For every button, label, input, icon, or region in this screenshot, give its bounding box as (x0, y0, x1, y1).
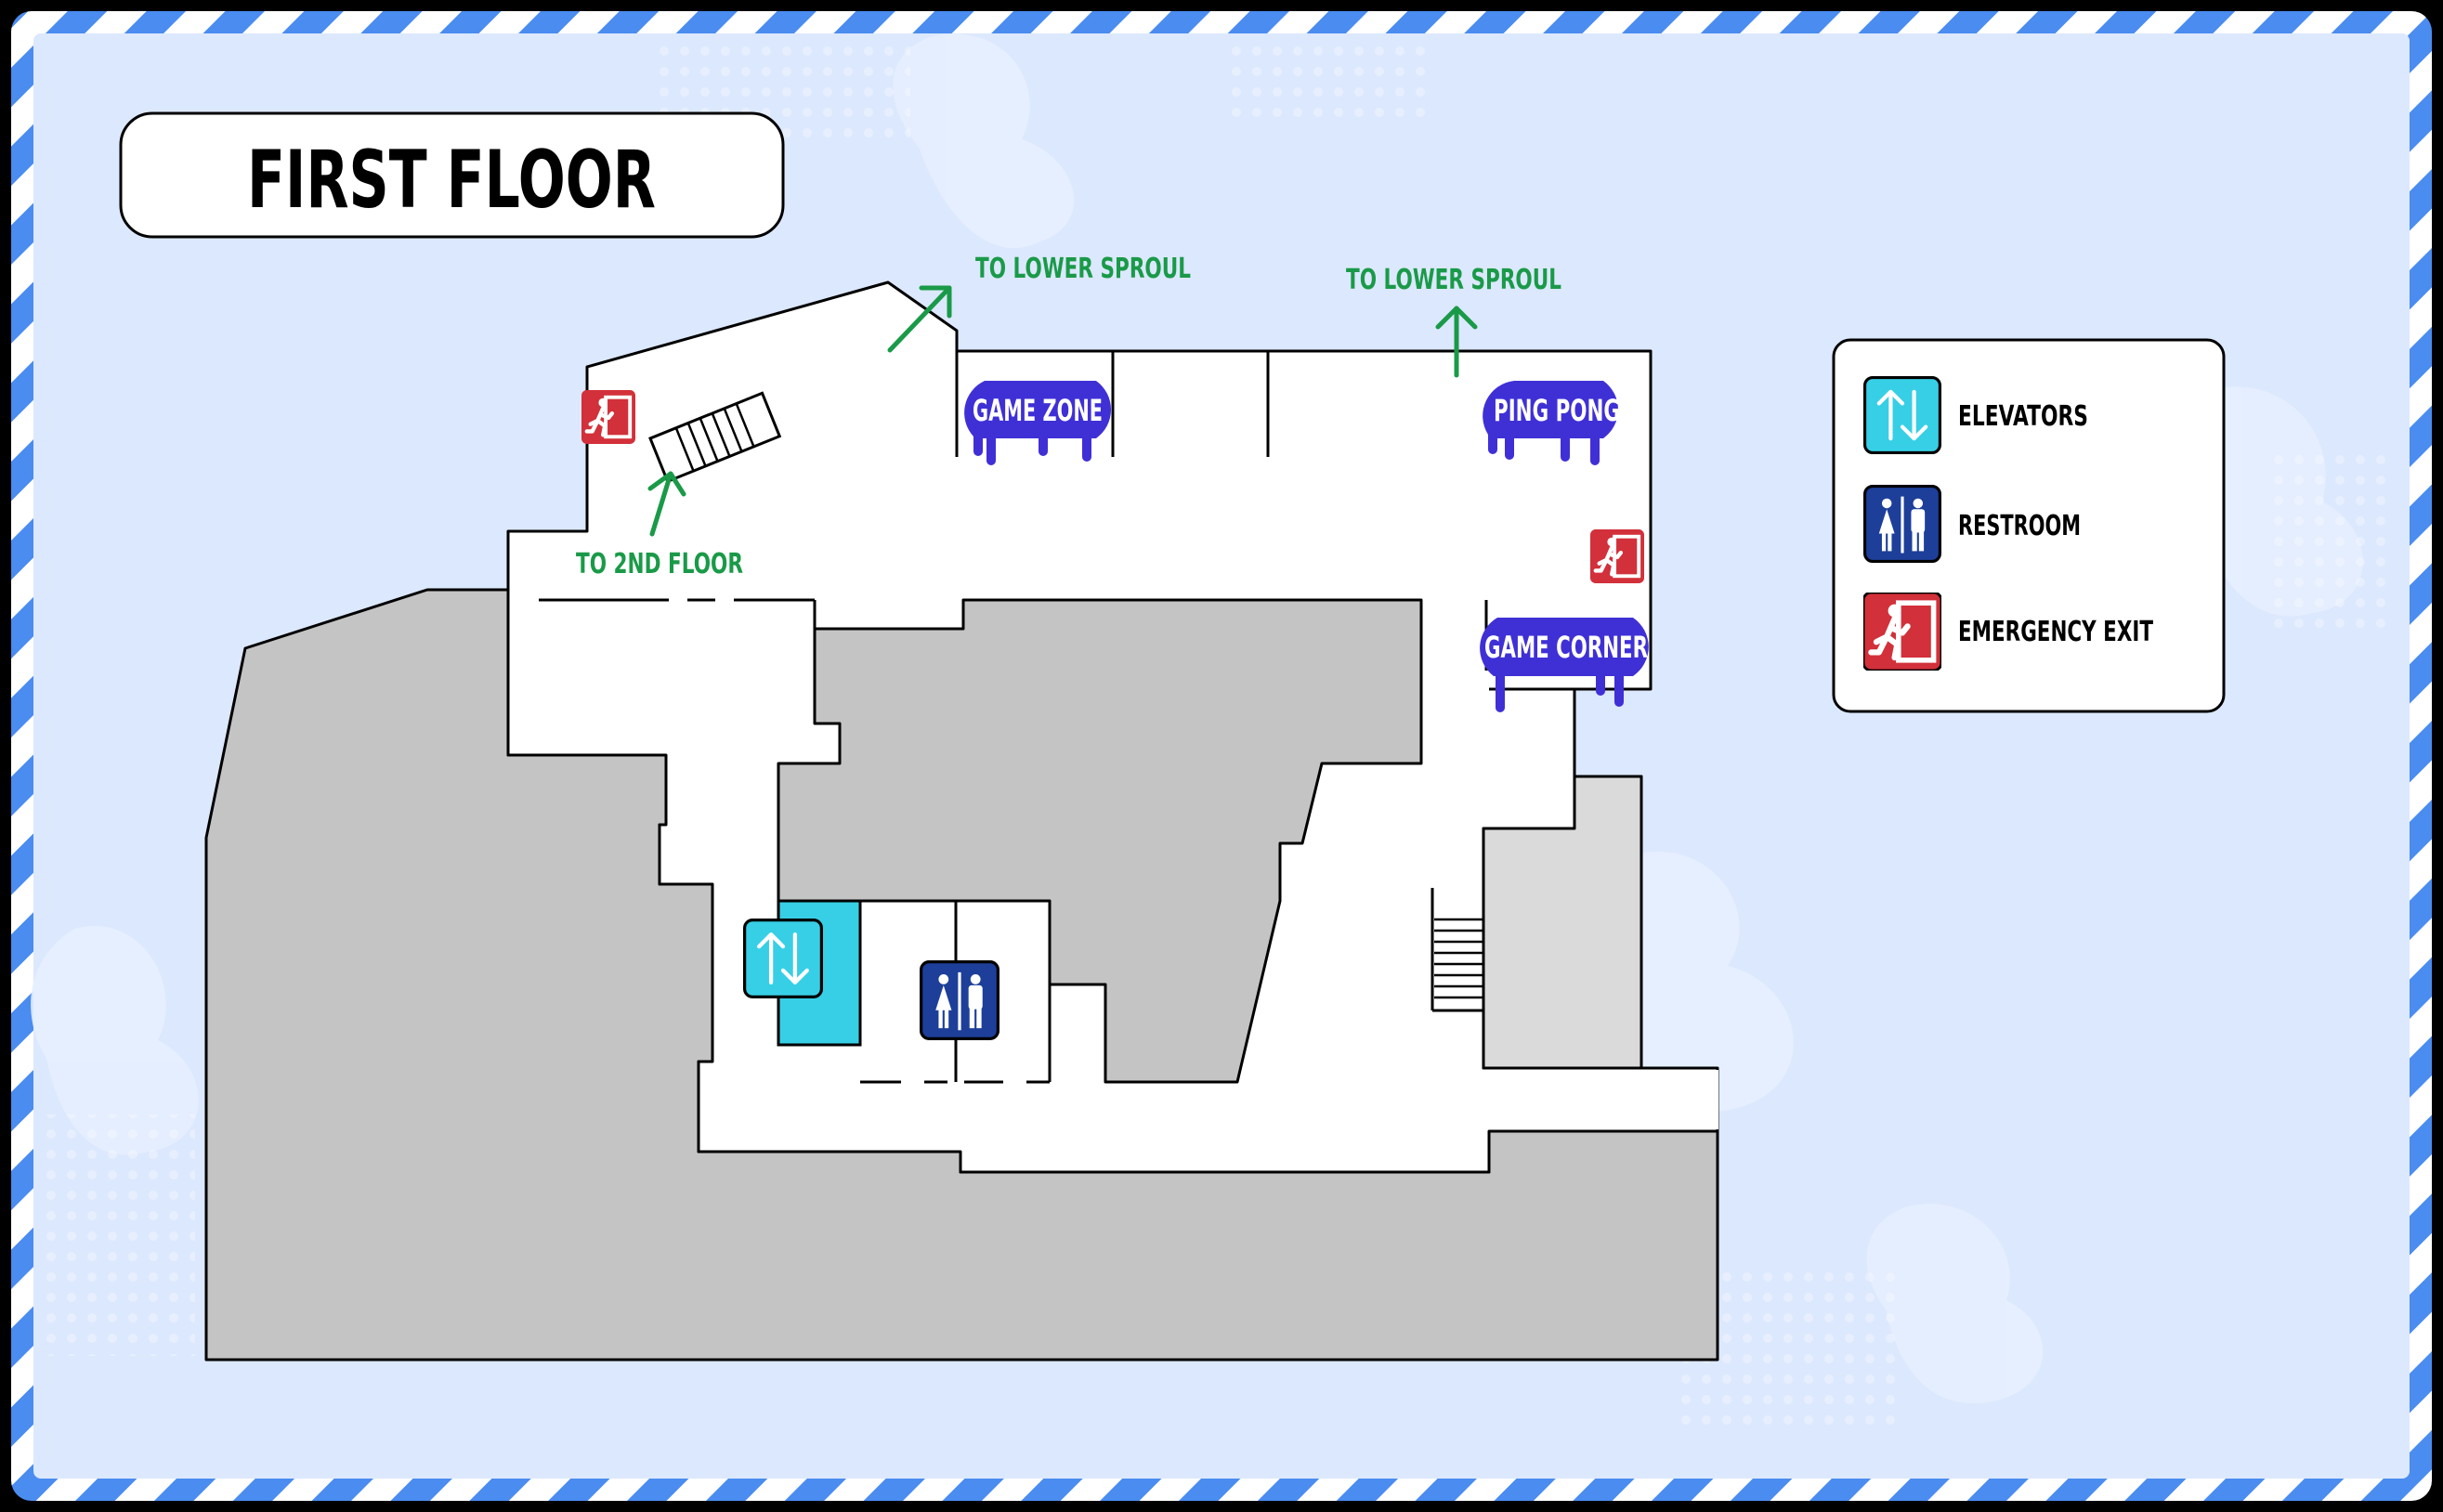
emergency-exit-icon (581, 390, 635, 444)
stairs-right (1431, 888, 1483, 1012)
elevator-icon (1865, 378, 1940, 453)
zone-label-game-zone: GAME ZONE (964, 381, 1112, 465)
zone-label: PING PONG (1494, 393, 1620, 428)
emergency-exit-icon (1590, 529, 1644, 583)
stairs-upper (648, 391, 782, 484)
zone-label: GAME CORNER (1484, 630, 1648, 665)
restroom-icon (1863, 485, 1941, 563)
direction-label-2nd-floor: TO 2ND FLOOR (576, 548, 743, 580)
title-box: FIRST FLOOR (119, 111, 785, 239)
direction-label-lower-sproul: TO LOWER SPROUL (1346, 264, 1561, 296)
zone-label-game-corner: GAME CORNER (1480, 618, 1649, 712)
zone-label: GAME ZONE (973, 393, 1103, 428)
elevator-icon (745, 920, 822, 997)
direction-labels: TO LOWER SPROUL TO LOWER SPROUL TO 2ND F… (576, 253, 1561, 580)
legend-label-emergency-exit: EMERGENCY EXIT (1958, 616, 2153, 648)
arrow-up-icon (1435, 306, 1478, 378)
direction-label-lower-sproul: TO LOWER SPROUL (975, 253, 1191, 285)
restroom-icon (920, 960, 999, 1040)
page-title: FIRST FLOOR (247, 134, 656, 227)
arrow-up-right-icon (887, 285, 952, 353)
legend: ELEVATORS RESTROOM EMERGENCY EXIT (1832, 338, 2226, 713)
arrow-up-right-icon (647, 471, 686, 537)
direction-arrows (647, 285, 1478, 537)
legend-label-elevators: ELEVATORS (1958, 400, 2088, 433)
zone-label-ping-pong: PING PONG (1483, 381, 1620, 465)
running-exit-icon (1863, 593, 1941, 671)
legend-label-restroom: RESTROOM (1958, 510, 2081, 542)
